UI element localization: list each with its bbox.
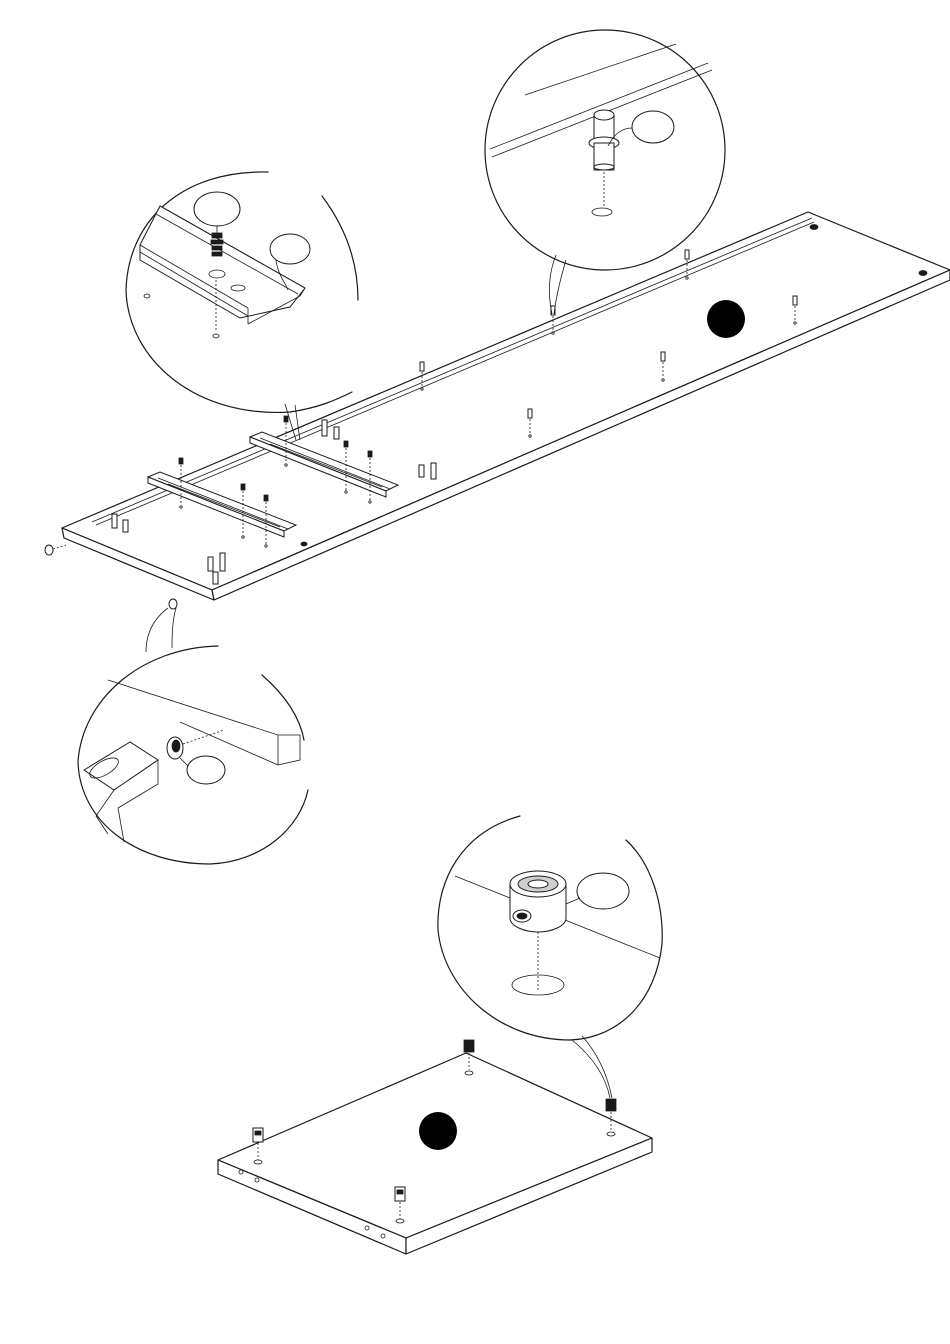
foot-glide-icon bbox=[167, 730, 224, 759]
leg-tube bbox=[84, 742, 158, 842]
callout-pointer bbox=[572, 1040, 610, 1098]
panel-hole bbox=[919, 271, 927, 276]
cam-lock-icon bbox=[510, 871, 566, 932]
dowel bbox=[334, 427, 339, 439]
dowel-icon bbox=[589, 110, 619, 170]
label-bubble bbox=[194, 192, 240, 226]
foot-glide-bottom bbox=[169, 599, 177, 609]
panel-hole bbox=[810, 225, 818, 230]
callout-circle-arc bbox=[322, 196, 358, 300]
label-bubble bbox=[632, 111, 674, 143]
callout-pointer bbox=[554, 260, 566, 314]
foot-glide-left bbox=[45, 545, 66, 555]
part-marker-long-panel bbox=[707, 300, 745, 338]
label-bubble bbox=[187, 756, 225, 784]
dowel bbox=[112, 514, 117, 528]
dowel bbox=[419, 465, 424, 477]
dowel bbox=[322, 420, 327, 436]
callout-circle-arc bbox=[262, 675, 304, 740]
dowel bbox=[213, 572, 218, 584]
callout-pointer bbox=[172, 608, 176, 648]
panel-hole bbox=[301, 542, 307, 546]
dowel bbox=[208, 557, 213, 571]
part-marker-bottom-panel bbox=[419, 1112, 457, 1150]
label-bubble bbox=[577, 873, 629, 909]
callout-pointer bbox=[146, 608, 168, 652]
callout-rail bbox=[126, 172, 358, 440]
label-bubble bbox=[270, 234, 310, 264]
dowel bbox=[431, 463, 436, 479]
dowel bbox=[220, 553, 225, 571]
callout-foot bbox=[78, 608, 308, 864]
dowel bbox=[123, 520, 128, 532]
bottom-panel bbox=[218, 1040, 652, 1254]
